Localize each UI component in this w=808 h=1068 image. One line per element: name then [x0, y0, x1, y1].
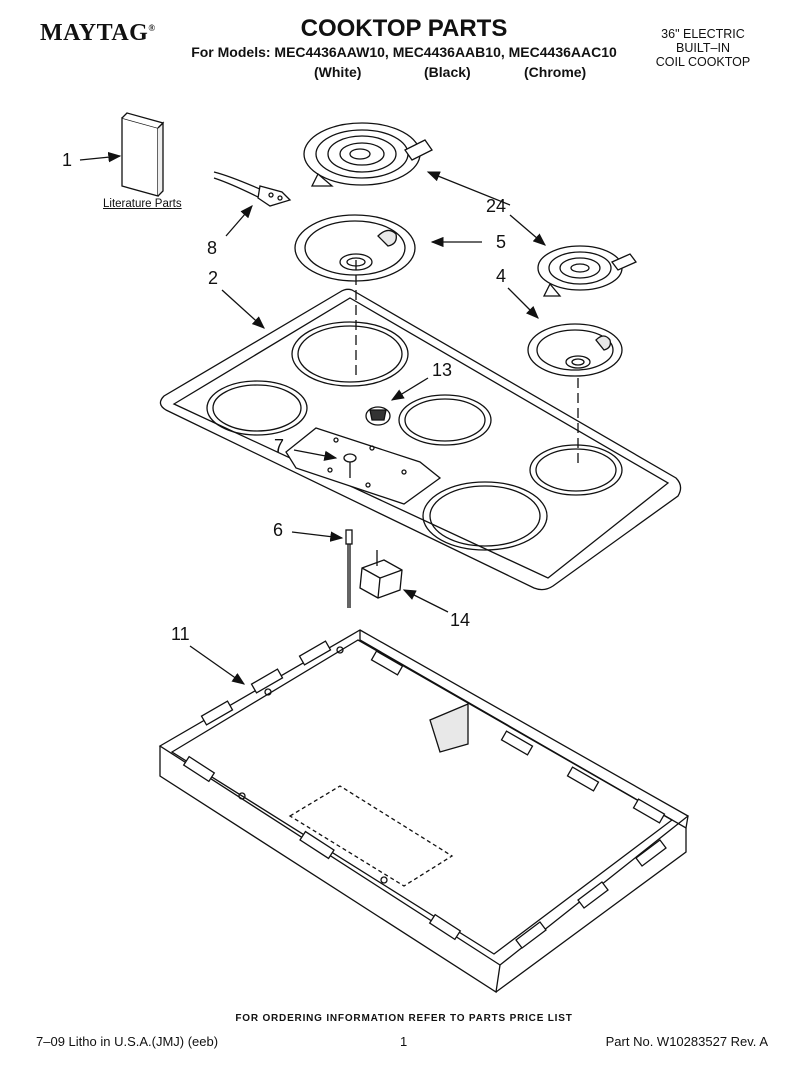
callout-8: 8	[207, 238, 218, 258]
finish-white: (White)	[314, 64, 362, 80]
callout-leaders	[79, 151, 546, 685]
litho-info: 7–09 Litho in U.S.A.(JMJ) (eeb)	[36, 1034, 219, 1049]
callout-5: 5	[496, 232, 507, 252]
callout-1: 1	[62, 150, 73, 170]
description-line-2: BUILT–IN	[676, 41, 730, 55]
finish-black: (Black)	[424, 64, 471, 80]
literature-parts-booklet	[121, 112, 165, 197]
burner-box	[158, 629, 690, 994]
thermocouple-probe	[345, 529, 353, 608]
cooktop-panel	[159, 260, 682, 591]
control-knob	[365, 406, 391, 426]
callout-6: 6	[273, 520, 284, 540]
callout-24: 24	[486, 196, 507, 216]
large-coil-element	[303, 122, 433, 187]
infinite-switch	[359, 550, 403, 599]
page-title: COOKTOP PARTS	[300, 15, 508, 42]
small-coil-element	[537, 245, 638, 297]
brand-logo: MAYTAG®	[40, 20, 156, 46]
product-description: 36" ELECTRIC BUILT–IN COIL COOKTOP	[638, 27, 768, 69]
ordering-note: FOR ORDERING INFORMATION REFER TO PARTS …	[235, 1013, 573, 1024]
large-drip-bowl	[294, 214, 416, 282]
callout-7: 7	[274, 436, 285, 456]
part-number: Part No. W10283527 Rev. A	[605, 1034, 768, 1049]
finish-chrome: (Chrome)	[524, 64, 587, 80]
callout-4: 4	[496, 266, 507, 286]
page-number: 1	[400, 1034, 408, 1049]
callout-13: 13	[432, 360, 453, 380]
callout-14: 14	[450, 610, 471, 630]
callout-11: 11	[171, 624, 190, 644]
terminal-block	[213, 171, 292, 207]
control-shaft	[343, 453, 357, 478]
callout-2: 2	[208, 268, 219, 288]
description-line-3: COIL COOKTOP	[655, 55, 751, 69]
description-line-1: 36" ELECTRIC	[661, 27, 745, 41]
literature-parts-label: Literature Parts	[103, 198, 182, 210]
small-drip-bowl	[527, 323, 623, 377]
models-line: For Models: MEC4436AAW10, MEC4436AAB10, …	[191, 44, 617, 60]
